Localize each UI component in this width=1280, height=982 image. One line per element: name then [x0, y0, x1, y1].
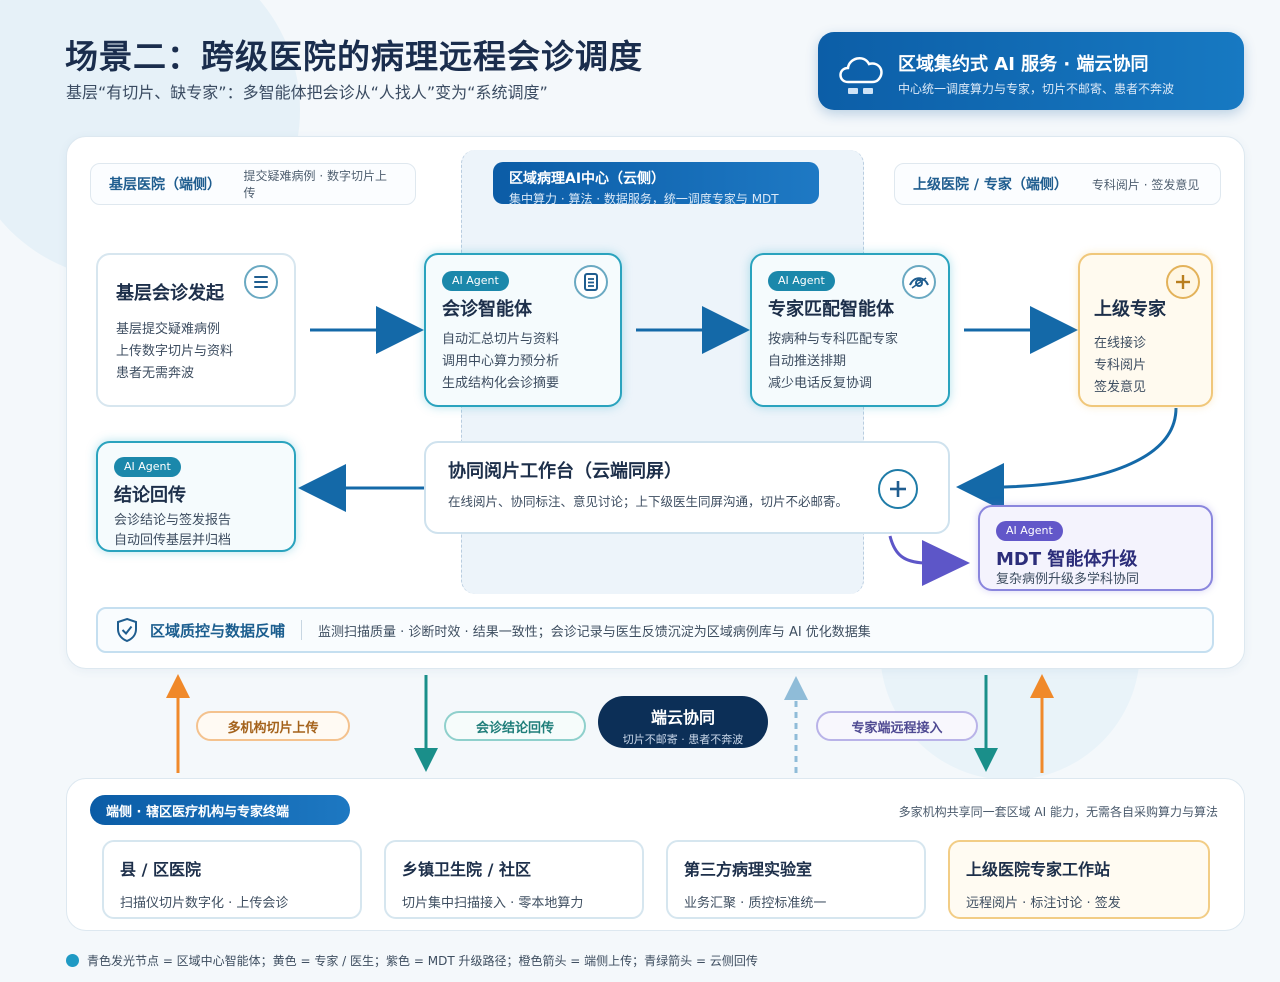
shield-check-icon	[117, 617, 137, 643]
card-title: 协同阅片工作台（云端同屏）	[448, 461, 682, 482]
card-line: 按病种与专科匹配专家	[768, 332, 899, 347]
page-subtitle: 基层“有切片、缺专家”：多智能体把会诊从“人找人”变为“系统调度”	[66, 83, 548, 102]
page-title: 场景二：跨级医院的病理远程会诊调度	[65, 37, 643, 76]
legend: 青色发光节点 = 区域中心智能体；黄色 = 专家 / 医生；紫色 = MDT 升…	[66, 952, 758, 969]
column-desc: 专科阅片 · 签发意见	[1091, 177, 1200, 192]
column-title: 上级医院 / 专家（端侧）	[913, 177, 1068, 193]
edge-section-title: 端侧 · 辖区医疗机构与专家终端	[90, 795, 350, 825]
card-desc: 在线阅片、协同标注、意见讨论；上下级医生同屏沟通，切片不必邮寄。	[448, 494, 849, 509]
arrow-workbench-to-result	[298, 464, 424, 512]
card-collab-workbench[interactable]: 协同阅片工作台（云端同屏） 在线阅片、协同标注、意见讨论；上下级医生同屏沟通，切…	[424, 441, 950, 534]
card-line: 专科阅片	[1094, 358, 1147, 373]
card-line: 签发意见	[1094, 380, 1147, 395]
card-consult-agent[interactable]: AI Agent 会诊智能体 自动汇总切片与资料 调用中心算力预分析 生成结构化…	[424, 253, 622, 407]
card-upper-expert[interactable]: 上级专家 在线接诊 专科阅片 签发意见	[1078, 253, 1213, 407]
institution-desc: 切片集中扫描接入 · 零本地算力	[402, 896, 584, 911]
plus-icon	[878, 469, 918, 509]
document-icon	[574, 265, 608, 299]
card-line: 自动回传基层并归档	[114, 533, 232, 548]
arrow-expert-to-workbench	[956, 407, 1178, 511]
card-line: 减少电话反复协调	[768, 376, 873, 391]
banner-title: 区域集约式 AI 服务 · 端云协同	[898, 54, 1149, 75]
badge-title: 端云协同	[650, 708, 715, 727]
list-icon	[244, 265, 278, 299]
column-title: 区域病理AI中心（云侧）	[509, 171, 666, 187]
card-title: 基层会诊发起	[116, 283, 224, 304]
institution-desc: 业务汇聚 · 质控标准统一	[684, 896, 827, 911]
ai-agent-badge: AI Agent	[442, 271, 509, 291]
service-banner: 区域集约式 AI 服务 · 端云协同 中心统一调度算力与专家，切片不邮寄、患者不…	[818, 32, 1244, 110]
card-line: 自动推送排期	[768, 354, 847, 369]
card-line: 会诊结论与签发报告	[114, 513, 232, 528]
institution-card-third-party-lab[interactable]: 第三方病理实验室 业务汇聚 · 质控标准统一	[666, 840, 926, 919]
ai-agent-badge: AI Agent	[996, 521, 1063, 541]
card-title: 上级专家	[1094, 299, 1166, 320]
column-header-cloud: 区域病理AI中心（云侧） 集中算力 · 算法 · 数据服务，统一调度专家与 MD…	[493, 162, 819, 206]
column-desc: 提交疑难病例 · 数字切片上传	[243, 169, 387, 200]
ai-agent-badge: AI Agent	[768, 271, 835, 291]
institution-title: 乡镇卫生院 / 社区	[402, 860, 531, 879]
arrow-consult-to-match	[636, 306, 750, 354]
ai-agent-badge: AI Agent	[114, 457, 181, 477]
card-title: 结论回传	[114, 485, 186, 506]
card-grassroots-initiate[interactable]: 基层会诊发起 基层提交疑难病例 上传数字切片与资料 患者无需奔波	[96, 253, 296, 407]
eye-icon	[902, 265, 936, 299]
card-title: 会诊智能体	[442, 299, 532, 320]
column-header-grassroots: 基层医院（端侧） 提交疑难病例 · 数字切片上传	[90, 163, 416, 205]
institution-card-expert-station[interactable]: 上级医院专家工作站 远程阅片 · 标注讨论 · 签发	[948, 840, 1210, 919]
institution-desc: 远程阅片 · 标注讨论 · 签发	[966, 896, 1121, 911]
column-desc: 集中算力 · 算法 · 数据服务，统一调度专家与 MDT	[509, 192, 779, 206]
institution-desc: 扫描仪切片数字化 · 上传会诊	[120, 896, 289, 911]
return-flow-label: 会诊结论回传	[444, 711, 586, 741]
institution-title: 县 / 区医院	[120, 860, 201, 879]
card-expert-match-agent[interactable]: AI Agent 专家匹配智能体 按病种与专科匹配专家 自动推送排期 减少电话反…	[750, 253, 950, 407]
card-mdt-agent[interactable]: AI Agent MDT 智能体升级 复杂病例升级多学科协同	[978, 505, 1213, 591]
card-line: 生成结构化会诊摘要	[442, 376, 560, 391]
quality-control-bar: 区域质控与数据反哺 监测扫描质量 · 诊断时效 · 结果一致性；会诊记录与医生反…	[96, 607, 1214, 653]
card-title: MDT 智能体升级	[996, 549, 1138, 570]
upload-flow-label: 多机构切片上传	[196, 711, 350, 741]
card-result-return-agent[interactable]: AI Agent 结论回传 会诊结论与签发报告 自动回传基层并归档	[96, 441, 296, 552]
institution-title: 第三方病理实验室	[684, 860, 813, 879]
legend-text: 青色发光节点 = 区域中心智能体；黄色 = 专家 / 医生；紫色 = MDT 升…	[87, 954, 758, 968]
edge-note: 多家机构共享同一套区域 AI 能力，无需各自采购算力与算法	[898, 805, 1218, 819]
qc-desc: 监测扫描质量 · 诊断时效 · 结果一致性；会诊记录与医生反馈沉淀为区域病例库与…	[318, 624, 871, 640]
institution-card-township[interactable]: 乡镇卫生院 / 社区 切片集中扫描接入 · 零本地算力	[384, 840, 644, 919]
banner-subtitle: 中心统一调度算力与专家，切片不邮寄、患者不奔波	[898, 82, 1175, 96]
cloud-icon	[839, 56, 883, 94]
card-line: 患者无需奔波	[116, 366, 195, 381]
institution-card-county[interactable]: 县 / 区医院 扫描仪切片数字化 · 上传会诊	[102, 840, 362, 919]
card-title: 专家匹配智能体	[768, 299, 894, 320]
card-line: 上传数字切片与资料	[116, 344, 234, 359]
edge-cloud-badge: 端云协同 切片不邮寄 · 患者不奔波	[598, 696, 768, 748]
column-header-upper: 上级医院 / 专家（端侧） 专科阅片 · 签发意见	[894, 163, 1221, 205]
card-line: 自动汇总切片与资料	[442, 332, 560, 347]
badge-subtitle: 切片不邮寄 · 患者不奔波	[622, 733, 744, 746]
qc-title: 区域质控与数据反哺	[150, 621, 286, 640]
card-line: 调用中心算力预分析	[442, 354, 560, 369]
divider	[301, 620, 303, 640]
card-line: 在线接诊	[1094, 336, 1147, 351]
card-line: 基层提交疑难病例	[116, 322, 221, 337]
arrow-initiate-to-consult	[310, 306, 424, 354]
plus-icon	[1166, 265, 1200, 299]
card-desc: 复杂病例升级多学科协同	[996, 572, 1140, 587]
column-title: 基层医院（端侧）	[109, 177, 221, 193]
arrow-workbench-to-mdt	[888, 535, 970, 586]
arrow-match-to-expert	[964, 306, 1078, 354]
institution-title: 上级医院专家工作站	[966, 860, 1111, 879]
legend-dot-icon	[66, 954, 79, 967]
expert-access-label: 专家端远程接入	[816, 711, 978, 741]
